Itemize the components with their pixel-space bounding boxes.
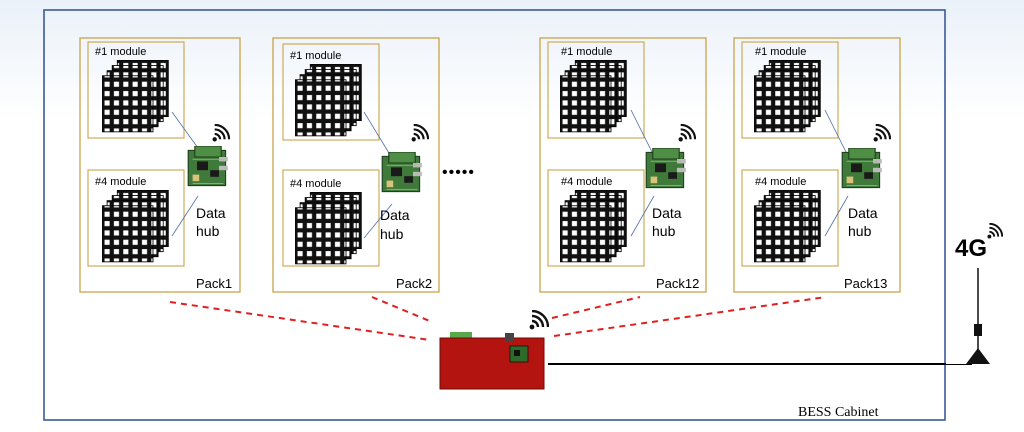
module-1-cells bbox=[295, 64, 362, 137]
antenna-coil bbox=[974, 324, 982, 336]
dashed-link-pack-12 bbox=[551, 296, 641, 319]
antenna-4g: 4G bbox=[955, 223, 1003, 364]
module-1-cells bbox=[560, 60, 627, 133]
pack-12: #1 module #4 module Data hub Pack12 bbox=[539, 37, 707, 293]
module-1-frame bbox=[547, 41, 645, 139]
data-hub-icon bbox=[187, 146, 229, 187]
bess-cabinet-label: BESS Cabinet bbox=[798, 405, 879, 420]
pack-2-frame bbox=[272, 37, 440, 293]
central-controller bbox=[439, 310, 549, 390]
pack-12-frame bbox=[539, 37, 707, 293]
hub-link-line bbox=[363, 111, 393, 159]
data-hub-label: Data bbox=[848, 205, 878, 221]
module-4-frame bbox=[282, 169, 380, 267]
module-4-label: #4 module bbox=[561, 176, 612, 188]
antenna-background bbox=[946, 268, 1024, 364]
data-hub-label: hub bbox=[848, 223, 872, 239]
module-4-label: #4 module bbox=[95, 176, 146, 188]
module-4-cells bbox=[295, 192, 362, 265]
wifi-icon bbox=[411, 124, 429, 142]
pack-13-label: Pack13 bbox=[844, 276, 887, 291]
data-hub-label: Data bbox=[380, 207, 410, 223]
pack-1: #1 module #4 module Data hub Pack1 bbox=[79, 37, 241, 293]
pack-2: #1 module #4 module Data hub Pack2 bbox=[272, 37, 440, 293]
hub-link-line bbox=[824, 195, 849, 237]
antenna-base bbox=[966, 348, 990, 364]
module-1-label: #1 module bbox=[95, 46, 146, 58]
data-hub-icon bbox=[381, 152, 423, 193]
wireless-links bbox=[169, 296, 827, 341]
hub-link-line bbox=[630, 109, 655, 157]
module-1-label: #1 module bbox=[290, 50, 341, 62]
module-1-label: #1 module bbox=[755, 46, 806, 58]
module-4-frame bbox=[741, 169, 839, 267]
module-1-frame bbox=[87, 41, 185, 139]
hub-link-line bbox=[171, 195, 199, 237]
module-1-label: #1 module bbox=[561, 46, 612, 58]
pack-1-label: Pack1 bbox=[196, 276, 232, 291]
data-hub-icon bbox=[645, 148, 687, 189]
wifi-icon bbox=[873, 124, 891, 142]
data-hub-label: hub bbox=[652, 223, 676, 239]
module-4-frame bbox=[547, 169, 645, 267]
controller-body bbox=[439, 337, 545, 390]
bess-cabinet-frame bbox=[43, 9, 946, 421]
module-1-cells bbox=[102, 60, 169, 133]
data-hub-label: hub bbox=[380, 226, 404, 242]
controller-antenna-port bbox=[505, 333, 514, 342]
wifi-icon bbox=[529, 310, 549, 330]
wifi-icon bbox=[678, 124, 696, 142]
pack-12-label: Pack12 bbox=[656, 276, 699, 291]
controller-green-connector bbox=[450, 332, 472, 340]
dashed-link-pack-2 bbox=[371, 296, 433, 323]
module-1-frame bbox=[741, 41, 839, 139]
data-hub-label: Data bbox=[196, 205, 226, 221]
dashed-link-pack-13 bbox=[553, 296, 827, 337]
module-1-frame bbox=[282, 43, 380, 141]
module-4-cells bbox=[560, 190, 627, 263]
data-hub-label: hub bbox=[196, 223, 220, 239]
antenna-4g-label: 4G bbox=[955, 235, 987, 262]
pack-13-frame bbox=[733, 37, 901, 293]
data-hub-label: Data bbox=[652, 205, 682, 221]
module-4-label: #4 module bbox=[290, 178, 341, 190]
wifi-icon bbox=[212, 124, 230, 142]
hub-link-line bbox=[363, 203, 393, 239]
module-1-cells bbox=[754, 60, 821, 133]
module-4-label: #4 module bbox=[755, 176, 806, 188]
controller-chip-detail bbox=[514, 350, 520, 356]
hub-link-line bbox=[171, 111, 199, 149]
pack-2-label: Pack2 bbox=[396, 276, 432, 291]
module-4-cells bbox=[102, 190, 169, 263]
module-4-cells bbox=[754, 190, 821, 263]
data-hub-icon bbox=[841, 148, 883, 189]
pack-1-frame bbox=[79, 37, 241, 293]
pack-13: #1 module #4 module Data hub Pack13 bbox=[733, 37, 901, 293]
hub-link-line bbox=[630, 195, 655, 237]
dashed-link-pack-1 bbox=[169, 301, 431, 341]
more-packs-ellipsis: ••••• bbox=[442, 164, 475, 181]
signal-icon bbox=[987, 223, 1003, 239]
hub-link-line bbox=[824, 109, 849, 157]
